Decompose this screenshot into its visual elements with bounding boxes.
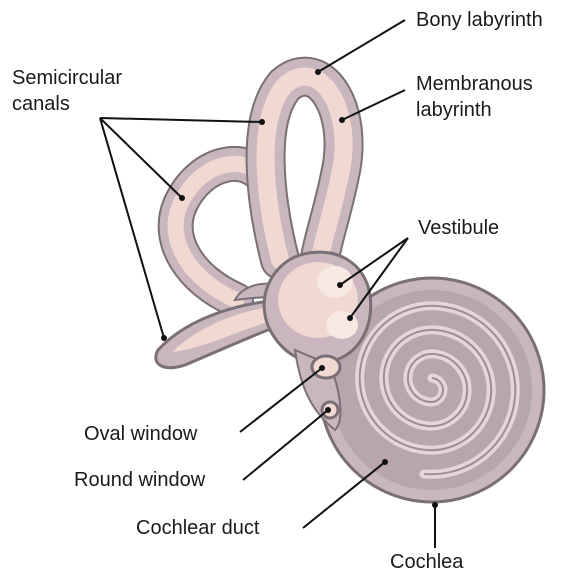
leader-bony-labyrinth [318,20,405,72]
leader-cochlear-duct [303,462,385,528]
label-membranous-labyrinth-line1: Membranous [416,72,533,96]
label-cochlear-duct: Cochlear duct [136,516,259,540]
label-bony-labyrinth: Bony labyrinth [416,8,543,32]
leader-semicircular-3 [100,118,164,338]
label-cochlea: Cochlea [390,550,463,574]
label-vestibule: Vestibule [418,216,499,240]
label-membranous-labyrinth-line2: labyrinth [416,98,492,122]
label-round-window: Round window [74,468,205,492]
label-oval-window: Oval window [84,422,197,446]
leader-semicircular-1 [100,118,262,122]
oval-window [312,356,340,378]
label-semicircular-canals-line1: Semicircular [12,66,122,90]
anterior-semicircular-canal [266,77,344,270]
label-semicircular-canals-line2: canals [12,92,70,116]
